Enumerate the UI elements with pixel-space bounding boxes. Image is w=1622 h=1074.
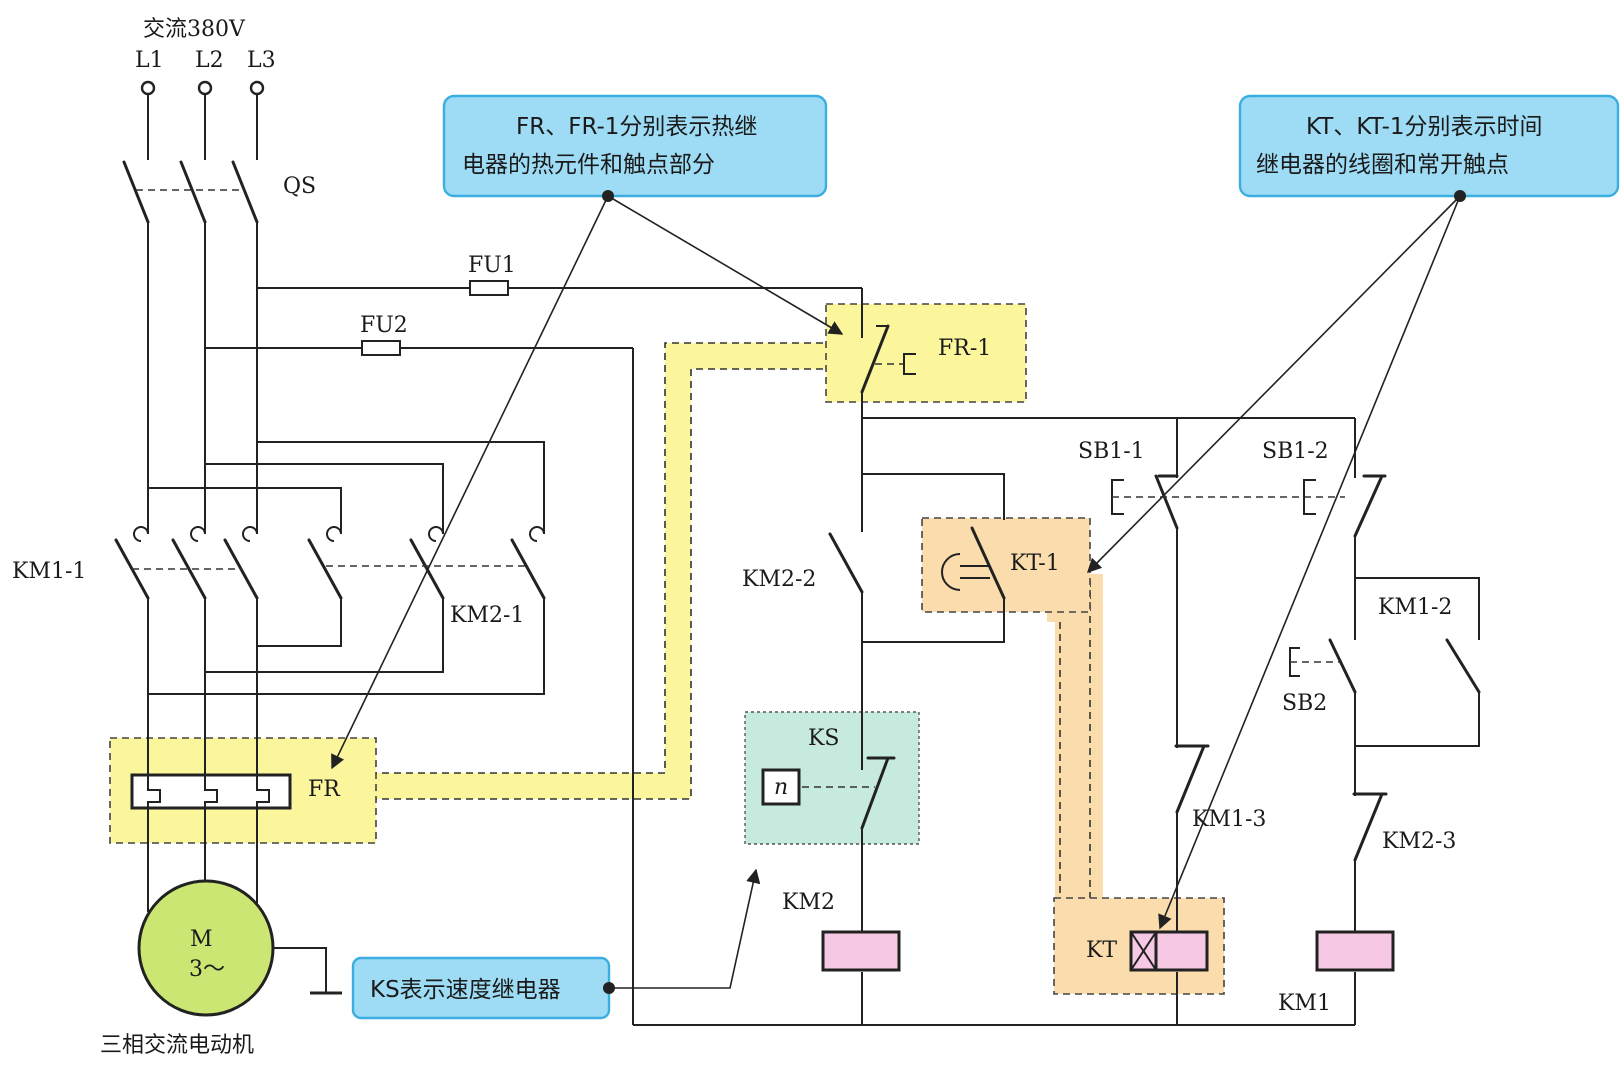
kt-1-label: KT-1 (1010, 551, 1060, 576)
callout-kt-line1: KT、KT-1分别表示时间 (1306, 114, 1543, 140)
fu1-fuse (469, 280, 509, 296)
motor-caption: 三相交流电动机 (100, 1033, 254, 1058)
power-circuit-wires (147, 94, 863, 1025)
km2-1-label: KM2-1 (450, 603, 524, 628)
km2-2-contact (828, 532, 864, 594)
sb1-buttons (1111, 474, 1387, 538)
km2-3-contact (1352, 792, 1388, 862)
callout-ks-text: KS表示速度继电器 (370, 977, 561, 1003)
sb2-label: SB2 (1282, 691, 1327, 716)
km1-coil (1315, 930, 1395, 972)
km1-2-contact (1445, 638, 1481, 694)
fu2-label: FU2 (360, 313, 408, 338)
km1-3-label: KM1-3 (1192, 807, 1266, 832)
callout-fr: FR、FR-1分别表示热继 电器的热元件和触点部分 (331, 94, 844, 770)
ks-n-symbol: n (774, 775, 788, 800)
terminal-l1 (140, 80, 156, 96)
kt-coil-label: KT (1086, 938, 1117, 963)
callout-kt: KT、KT-1分别表示时间 继电器的线圈和常开触点 (1086, 94, 1620, 930)
fr-contact-highlight-box (825, 303, 1027, 403)
motor-label-m: M (190, 927, 213, 952)
supply-voltage-label: 交流380V (143, 17, 246, 42)
motor-label-phase: 3～ (189, 957, 225, 982)
fr-1-label: FR-1 (938, 336, 991, 361)
fr-heater (130, 773, 292, 810)
phase-label-l2: L2 (195, 48, 224, 73)
callout-kt-line2: 继电器的线圈和常开触点 (1256, 152, 1509, 178)
fr-label: FR (308, 777, 341, 802)
terminal-l2 (197, 80, 213, 96)
control-circuit-wires (633, 417, 1480, 1026)
fu2-fuse (361, 340, 401, 356)
km1-3-contact (1174, 744, 1210, 814)
km2-2-label: KM2-2 (742, 567, 816, 592)
callout-fr-line2: 电器的热元件和触点部分 (462, 152, 715, 178)
kt-highlight-path (1047, 574, 1103, 942)
km2-coil-label: KM2 (782, 890, 835, 915)
terminal-l3 (249, 80, 265, 96)
km1-1-label: KM1-1 (12, 559, 86, 584)
callout-fr-line1: FR、FR-1分别表示热继 (516, 114, 757, 140)
kt-coil (1129, 930, 1209, 972)
sb2-button (1289, 638, 1357, 694)
sb1-2-label: SB1-2 (1262, 439, 1329, 464)
kt-contact-highlight-box (921, 517, 1091, 613)
ks-label: KS (808, 726, 840, 751)
kt-1-contact (941, 526, 1006, 612)
km1-2-label: KM1-2 (1378, 595, 1452, 620)
km1-coil-label: KM1 (1278, 991, 1331, 1016)
fr-highlight-path (370, 342, 826, 800)
km-main-contacts (114, 526, 546, 600)
fu1-label: FU1 (468, 253, 516, 278)
callout-ks: KS表示速度继电器 (351, 868, 761, 1020)
km2-3-label: KM2-3 (1382, 829, 1456, 854)
sb1-1-label: SB1-1 (1078, 439, 1145, 464)
phase-label-l3: L3 (247, 48, 276, 73)
qs-label: QS (283, 174, 316, 199)
motor-ground-wire (273, 947, 327, 993)
ks-speed-relay (761, 756, 896, 830)
phase-label-l1: L1 (135, 48, 164, 73)
fr-1-contact (860, 324, 916, 418)
km2-coil (821, 930, 901, 972)
qs-switch (122, 160, 259, 224)
